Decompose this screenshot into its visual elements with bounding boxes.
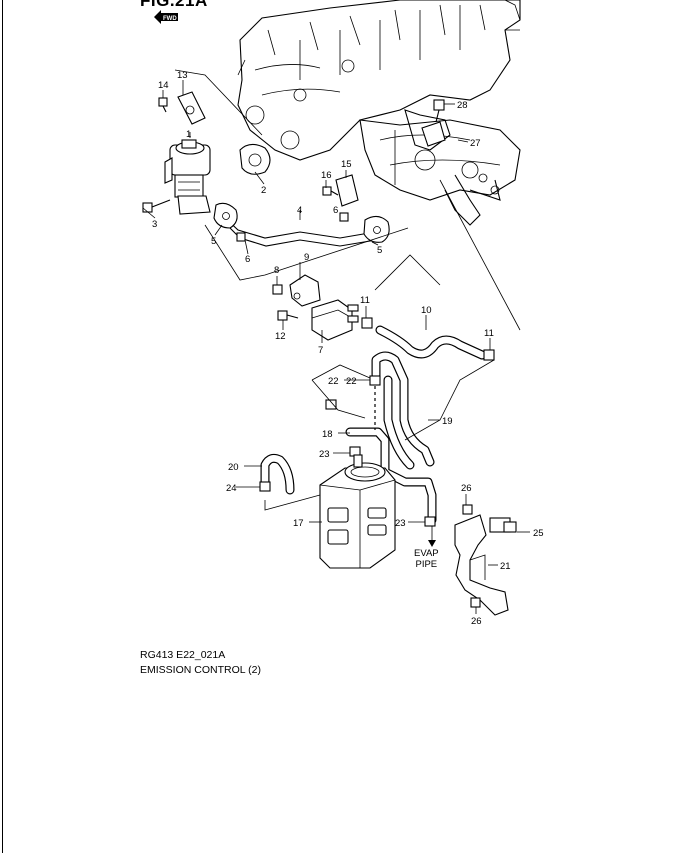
- bolt-8: [272, 284, 283, 295]
- callout-22-upper: 22: [346, 376, 357, 387]
- gasket-15: [335, 174, 359, 207]
- callout-23-top: 23: [319, 449, 330, 460]
- callout-13: 13: [177, 70, 188, 81]
- hose-10: [375, 325, 487, 360]
- clip-11-left: [361, 317, 373, 329]
- callout-11-right: 11: [484, 328, 494, 339]
- callout-6-right: 6: [333, 205, 338, 216]
- callout-25: 25: [533, 528, 544, 539]
- hose-19: [371, 351, 435, 470]
- bolt-26-bottom: [470, 597, 481, 608]
- bracket-21: [454, 514, 509, 616]
- evap-label-line2: PIPE: [415, 559, 438, 570]
- callout-5-left: 5: [211, 236, 216, 247]
- callout-8: 8: [274, 265, 279, 276]
- figure-caption: EMISSION CONTROL (2): [140, 664, 261, 676]
- bolt-14: [158, 97, 168, 113]
- leader-lines: [142, 80, 530, 614]
- callout-1: 1: [186, 129, 191, 140]
- bolt-3: [142, 199, 171, 213]
- callout-19: 19: [442, 416, 453, 427]
- callout-4: 4: [297, 205, 302, 216]
- callout-17: 17: [293, 518, 304, 529]
- callout-21: 21: [500, 561, 511, 572]
- drawing-code: RG413 E22_021A: [140, 649, 226, 661]
- egr-valve: [164, 139, 211, 215]
- bolt-26-top: [462, 504, 473, 515]
- callout-9: 9: [304, 252, 309, 263]
- canister-17: [319, 454, 396, 569]
- callout-5-right: 5: [377, 245, 382, 256]
- callout-22-left: 22: [328, 376, 339, 387]
- engine-block-drawing: [237, 0, 521, 226]
- gasket-13: [177, 91, 206, 125]
- connector-25: [489, 517, 517, 533]
- bolt-12: [277, 310, 299, 321]
- callout-12: 12: [275, 331, 286, 342]
- hose-20: [260, 453, 295, 495]
- routing-lines: [174, 69, 521, 547]
- sensor-27: [421, 121, 446, 147]
- callout-16: 16: [321, 170, 332, 181]
- clip-11-right: [483, 349, 495, 361]
- hose-18: [345, 427, 437, 525]
- callout-26-top: 26: [461, 483, 472, 494]
- callout-18: 18: [322, 429, 333, 440]
- bracket-9: [289, 274, 321, 307]
- callout-23-bottom: 23: [395, 518, 406, 529]
- evap-label-line1: EVAP: [414, 548, 439, 559]
- bolt-16: [322, 186, 339, 196]
- pipe-flange-left: [213, 202, 238, 229]
- callout-6-left: 6: [245, 254, 250, 265]
- clamp-24: [259, 481, 271, 492]
- callout-11-left: 11: [360, 295, 370, 306]
- callout-20: 20: [228, 462, 239, 473]
- fwd-tag: FWD: [163, 16, 177, 22]
- clamp-22-top: [369, 375, 381, 386]
- callout-7: 7: [318, 345, 323, 356]
- callout-26-bottom: 26: [471, 616, 482, 627]
- callout-numbers: 1 2 3 4 5 5 6 6 7 8 9 10 11 11 12 13 14 …: [152, 70, 544, 627]
- evap-pipe-label: EVAP PIPE: [414, 548, 439, 570]
- callout-24: 24: [226, 483, 237, 494]
- callout-15: 15: [341, 159, 352, 170]
- callout-10: 10: [421, 305, 432, 316]
- callout-14: 14: [158, 80, 169, 91]
- page-border-line: [2, 0, 3, 853]
- nut-6-left: [236, 232, 246, 242]
- bolt-28: [433, 99, 445, 123]
- clamp-22-left: [325, 399, 337, 410]
- nut-6-right: [339, 212, 349, 222]
- callout-27: 27: [470, 138, 481, 149]
- figure-title: FIG.21A: [140, 0, 208, 10]
- clamp-23-bottom: [424, 516, 436, 527]
- fwd-arrow-icon: FWD: [154, 10, 178, 24]
- egr-pipe: [221, 214, 376, 239]
- callout-28: 28: [457, 100, 468, 111]
- gasket-2: [239, 143, 271, 175]
- vsv-7: [311, 299, 359, 341]
- callout-3: 3: [152, 219, 157, 230]
- callout-2: 2: [261, 185, 266, 196]
